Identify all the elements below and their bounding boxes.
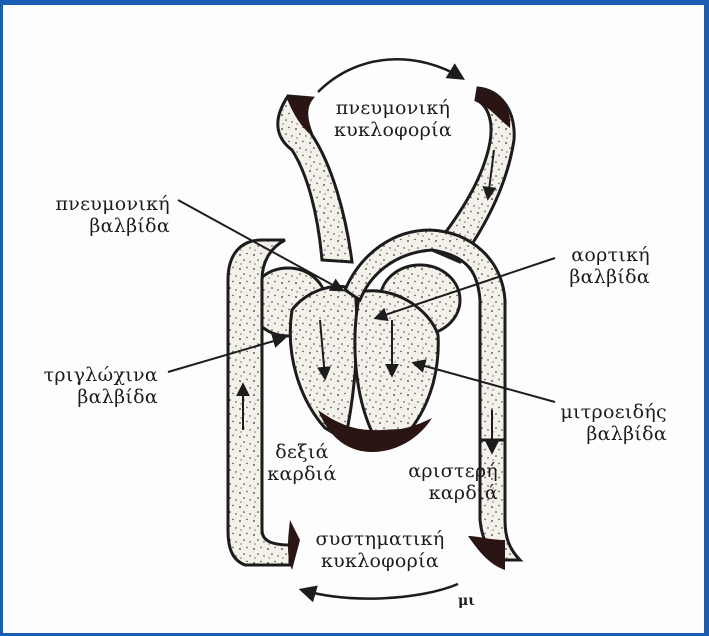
label-mitral-valve: μιτροειδής βαλβίδα: [542, 401, 667, 445]
label-line: αορτική: [535, 244, 650, 266]
label-line: αριστερή: [378, 460, 498, 482]
label-tricuspid-valve: τριγλώχινα βαλβίδα: [30, 364, 158, 408]
label-pulmonary-valve: πνευμονική βαλβίδα: [40, 193, 170, 237]
label-line: βαλβίδα: [30, 386, 158, 408]
leader-tricuspid-valve: [168, 338, 284, 372]
label-line: βαλβίδα: [542, 423, 667, 445]
systemic-capillary-bed-right: [468, 536, 505, 570]
label-line: τριγλώχινα: [30, 364, 158, 386]
label-line: κυκλοφορία: [305, 550, 455, 572]
label-line: βαλβίδα: [40, 215, 170, 237]
label-line: καρδιά: [378, 482, 498, 504]
label-right-heart: δεξιά καρδιά: [262, 441, 342, 485]
label-line: κυκλοφορία: [318, 119, 468, 141]
label-line: δεξιά: [262, 441, 342, 463]
label-left-heart: αριστερή καρδιά: [378, 460, 498, 504]
label-line: μιτροειδής: [542, 401, 667, 423]
label-systemic-circulation: συστηματική κυκλοφορία: [305, 528, 455, 572]
label-aortic-valve: αορτική βαλβίδα: [535, 244, 650, 288]
label-line: καρδιά: [262, 463, 342, 485]
artist-signature: μι: [458, 590, 475, 612]
label-line: πνευμονική: [40, 193, 170, 215]
label-line: βαλβίδα: [535, 266, 650, 288]
systemic-flow-arrow: [302, 584, 458, 599]
systemic-capillary-bed-left: [288, 520, 300, 570]
label-pulmonary-circulation: πνευμονική κυκλοφορία: [318, 97, 468, 141]
pulmonary-flow-arrow: [318, 59, 462, 92]
label-line: πνευμονική: [318, 97, 468, 119]
label-line: συστηματική: [305, 528, 455, 550]
